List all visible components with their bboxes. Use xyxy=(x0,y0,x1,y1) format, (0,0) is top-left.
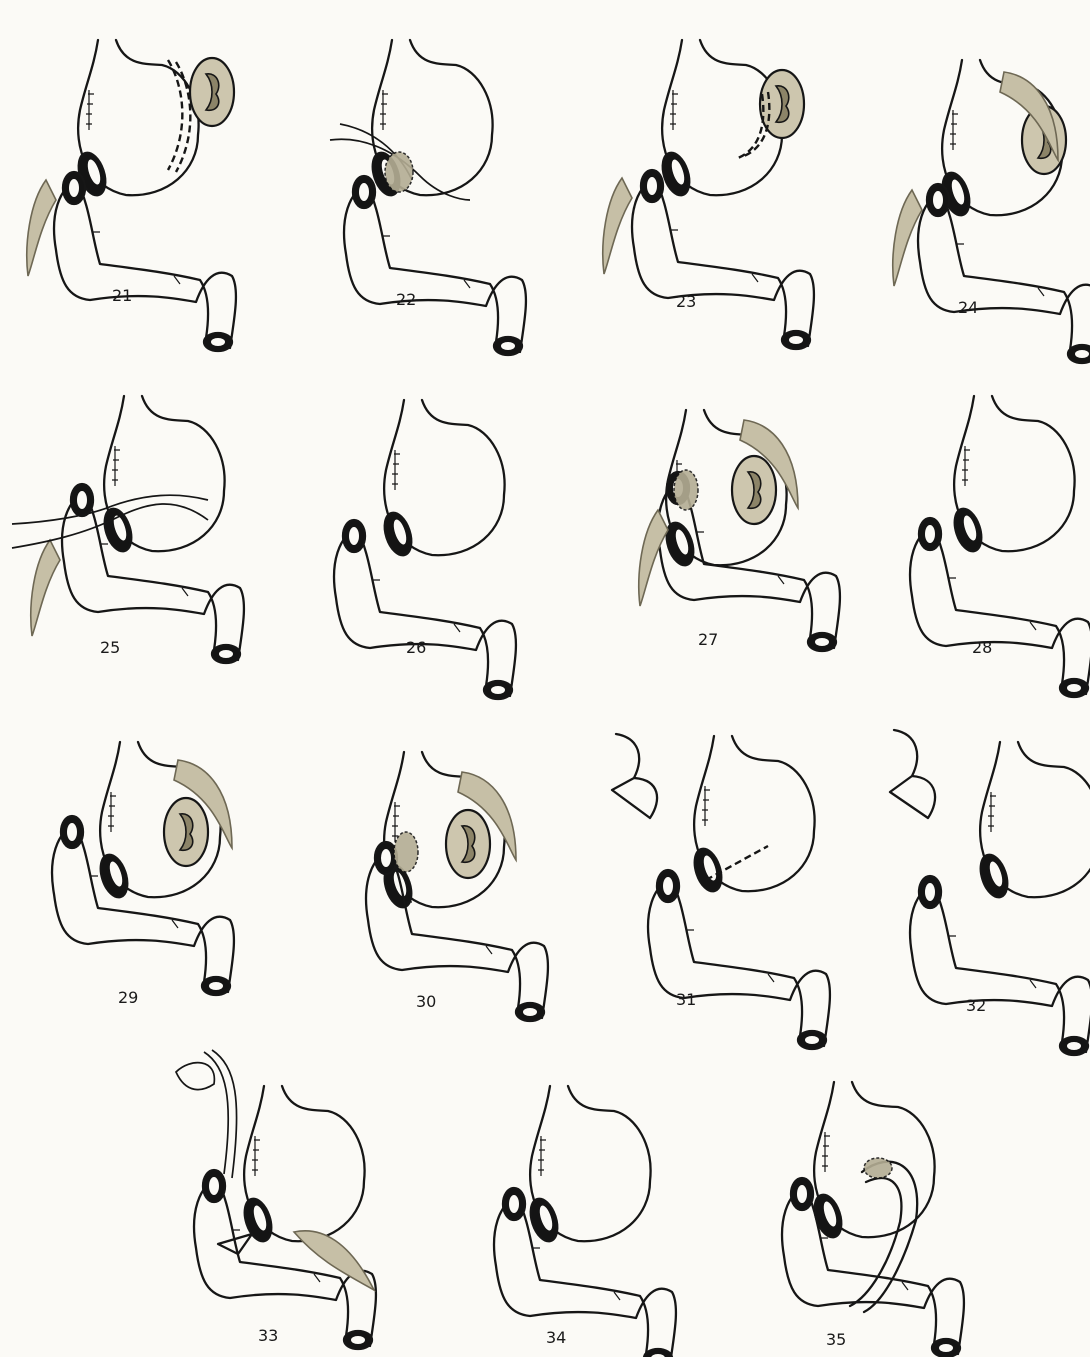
figure-35-drawing xyxy=(782,1082,964,1357)
figure-label-27: 27 xyxy=(698,630,718,649)
figure-label-32: 32 xyxy=(966,996,986,1015)
figure-label-29: 29 xyxy=(118,988,138,1007)
figure-34-drawing xyxy=(494,1086,676,1357)
figure-22-drawing xyxy=(330,40,526,355)
stomach-fragment xyxy=(612,734,657,818)
figure-25-drawing xyxy=(12,396,244,663)
figure-30-drawing xyxy=(366,752,548,1021)
figure-label-33: 33 xyxy=(258,1326,278,1345)
figure-label-25: 25 xyxy=(100,638,120,657)
figure-31-drawing xyxy=(612,734,830,1049)
figure-24-drawing xyxy=(893,60,1090,363)
figure-label-35: 35 xyxy=(826,1330,846,1349)
figure-label-34: 34 xyxy=(546,1328,566,1347)
figure-label-28: 28 xyxy=(972,638,992,657)
figure-label-22: 22 xyxy=(396,290,416,309)
figure-label-26: 26 xyxy=(406,638,426,657)
stomach-fragment xyxy=(890,730,935,818)
figure-label-30: 30 xyxy=(416,992,436,1011)
figure-label-24: 24 xyxy=(958,298,978,317)
figure-23-drawing xyxy=(603,40,814,349)
figure-label-23: 23 xyxy=(676,292,696,311)
figure-32-drawing xyxy=(890,730,1090,1055)
figure-29-drawing xyxy=(52,742,234,995)
figure-27-drawing xyxy=(639,410,840,651)
figure-label-31: 31 xyxy=(676,990,696,1009)
figure-label-21: 21 xyxy=(112,286,132,305)
figure-28-drawing xyxy=(910,396,1090,697)
figure-33-drawing xyxy=(176,1050,376,1349)
